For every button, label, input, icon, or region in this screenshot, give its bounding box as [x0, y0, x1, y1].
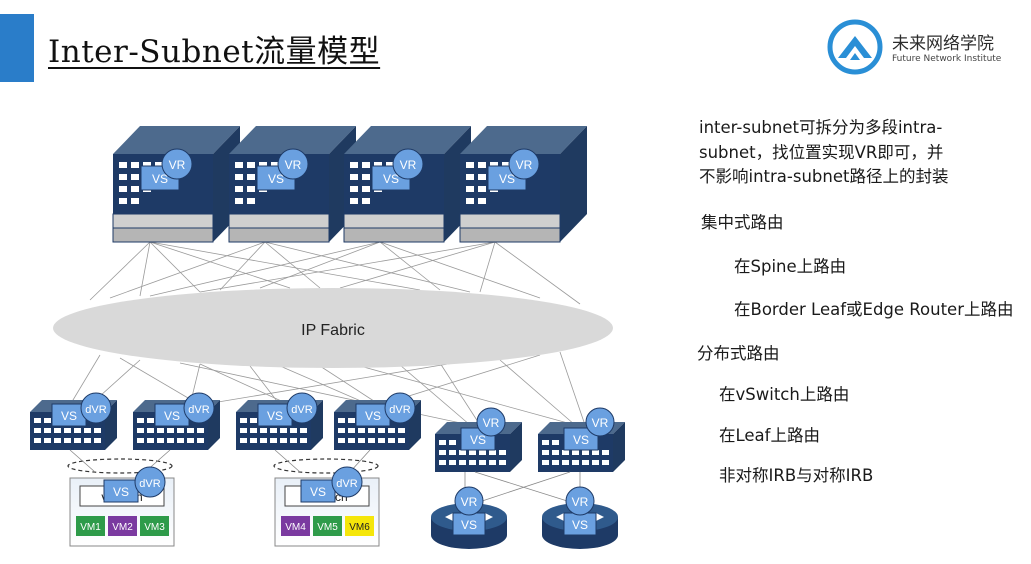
vm-label: VM6 — [349, 522, 370, 533]
spine-switch[interactable]: VS VR — [459, 126, 587, 243]
vm-box[interactable] — [281, 516, 310, 536]
host1-uplink-group — [67, 458, 173, 474]
router-vr-label: VR — [461, 495, 478, 509]
leaf-vs-label: VS — [365, 409, 381, 423]
spine-vs-label: VS — [152, 172, 168, 186]
logo-mountain-icon — [827, 19, 883, 75]
leaf-dvr-label: dVR — [85, 404, 106, 416]
slide-title: Inter-Subnet流量模型 — [48, 34, 381, 70]
vm-box[interactable] — [108, 516, 137, 536]
item-on-vswitch: 在vSwitch上路由 — [719, 385, 850, 404]
leaf-vs-label: VS — [61, 409, 77, 423]
spine-vs-label: VS — [383, 172, 399, 186]
leaf-vs-label: VS — [164, 409, 180, 423]
leaf-vs-label: VS — [267, 409, 283, 423]
leaf-switch[interactable]: VS dVR — [334, 392, 421, 450]
vm-label: VM4 — [285, 522, 306, 533]
title-accent-bar — [0, 14, 34, 82]
item-on-border-leaf: 在Border Leaf或Edge Router上路由 — [734, 300, 1014, 319]
spine-switch[interactable]: VS VR — [343, 126, 471, 243]
router[interactable]: VS VR — [431, 486, 507, 549]
note-line-2: subnet，找位置实现VR即可，并 — [699, 143, 944, 162]
fabric-label: IP Fabric — [301, 322, 365, 339]
leaf-dvr-label: dVR — [389, 404, 410, 416]
router-vs-label: VS — [572, 518, 588, 532]
vm-box[interactable] — [140, 516, 169, 536]
vm-label: VM3 — [144, 522, 165, 533]
spine-vr-label: VR — [169, 158, 186, 172]
router[interactable]: VS VR — [542, 486, 618, 549]
leaf-switch[interactable]: VS dVR — [133, 392, 220, 450]
vm-box[interactable] — [76, 516, 105, 536]
router-vs-label: VS — [461, 518, 477, 532]
vm-box[interactable] — [313, 516, 342, 536]
spine-switch[interactable]: VS VR — [228, 126, 356, 243]
leaf-vr-label: VR — [483, 416, 500, 430]
leaf-vs-label: VS — [470, 433, 486, 447]
spine-vs-label: VS — [268, 172, 284, 186]
leaf-dvr-label: dVR — [188, 404, 209, 416]
host-dvr-label: dVR — [139, 478, 160, 490]
logo-name-en: Future Network Institute — [892, 54, 1002, 64]
router-vr-label: VR — [572, 495, 589, 509]
note-line-3: 不影响intra-subnet路径上的封装 — [699, 167, 949, 186]
item-on-spine: 在Spine上路由 — [734, 257, 847, 276]
institute-logo: 未来网络学院 Future Network Institute — [826, 18, 1026, 78]
spine-vs-label: VS — [499, 172, 515, 186]
spine-fabric-links — [89, 241, 581, 305]
leaf-dvr-label: dVR — [291, 404, 312, 416]
leaf-switch[interactable]: VS VR — [538, 407, 625, 472]
heading-centralized: 集中式路由 — [701, 213, 784, 232]
leaf-host-links — [69, 449, 371, 473]
host-vs-label: VS — [310, 485, 326, 499]
host-server[interactable]: vSwitch VM1 VM2 VM3 VS dVR — [69, 466, 175, 547]
note-line-1: inter-subnet可拆分为多段intra- — [699, 118, 943, 137]
vm-label: VM5 — [317, 522, 338, 533]
vm-label: VM2 — [112, 522, 133, 533]
ip-fabric-cloud — [53, 288, 613, 368]
logo-name-cn: 未来网络学院 — [892, 34, 994, 54]
leaf-switch[interactable]: VS VR — [435, 407, 522, 472]
vm-box[interactable] — [345, 516, 374, 536]
item-on-leaf: 在Leaf上路由 — [719, 426, 820, 445]
spine-vr-label: VR — [285, 158, 302, 172]
spine-switch[interactable]: VS VR — [112, 126, 240, 243]
host-dvr-label: dVR — [336, 478, 357, 490]
network-diagram: IP Fabric VS VR VS VR VS VR — [30, 126, 625, 549]
leaf-vs-label: VS — [573, 433, 589, 447]
host2-uplink-group — [273, 458, 379, 474]
leaf-switch[interactable]: VS dVR — [30, 392, 117, 450]
item-irb: 非对称IRB与对称IRB — [719, 466, 874, 485]
host-vs-label: VS — [113, 485, 129, 499]
vm-label: VM1 — [80, 522, 101, 533]
heading-distributed: 分布式路由 — [697, 344, 780, 363]
spine-vr-label: VR — [400, 158, 417, 172]
host-server[interactable]: vSwitch VM4 VM5 VM6 VS dVR — [274, 466, 380, 547]
spine-vr-label: VR — [516, 158, 533, 172]
leaf-switch[interactable]: VS dVR — [236, 392, 323, 450]
leaf-vr-label: VR — [592, 416, 609, 430]
